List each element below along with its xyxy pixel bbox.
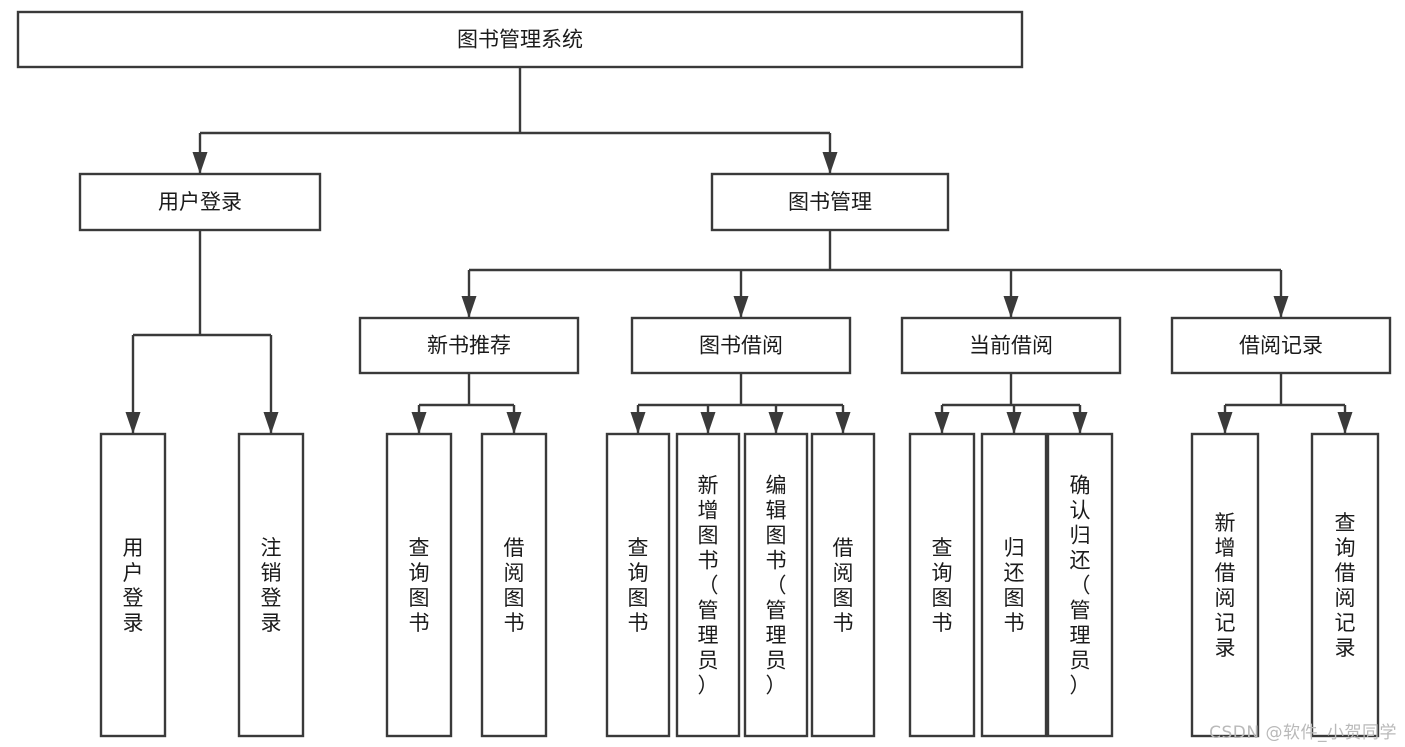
arrow-head-icon — [461, 296, 477, 318]
node-box-borrow-record[interactable] — [1170, 316, 1392, 375]
arrow-head-icon — [1003, 296, 1019, 318]
nodes-layer: 图书管理系统用户登录图书管理新书推荐图书借阅当前借阅借阅记录用户登录注销登录查询… — [16, 10, 1392, 738]
node-leaf-logout[interactable]: 注销登录 — [237, 432, 305, 738]
arrow-head-icon — [1006, 412, 1022, 434]
node-box-leaf-query-book-borrow[interactable] — [605, 432, 671, 738]
node-leaf-query-book-borrow[interactable]: 查询图书 — [605, 432, 671, 738]
node-leaf-return-book[interactable]: 归还图书 — [980, 432, 1048, 738]
node-box-leaf-borrow-book[interactable] — [810, 432, 876, 738]
node-box-leaf-add-record[interactable] — [1190, 432, 1260, 738]
node-leaf-user-login[interactable]: 用户登录 — [99, 432, 167, 738]
node-label-leaf-query-book-current: 查询图书 — [932, 536, 953, 635]
node-box-leaf-borrow-book-rec[interactable] — [480, 432, 548, 738]
node-leaf-add-record[interactable]: 新增借阅记录 — [1190, 432, 1260, 738]
node-label-current-borrow: 当前借阅 — [969, 334, 1053, 358]
arrow-head-icon — [263, 412, 279, 434]
node-box-user-login[interactable] — [78, 172, 322, 232]
node-label-new-book-recommend: 新书推荐 — [427, 334, 511, 358]
arrow-head-icon — [630, 412, 646, 434]
node-current-borrow[interactable]: 当前借阅 — [900, 316, 1122, 375]
node-book-borrow[interactable]: 图书借阅 — [630, 316, 852, 375]
arrow-head-icon — [411, 412, 427, 434]
node-leaf-query-book-current[interactable]: 查询图书 — [908, 432, 976, 738]
node-label-book-borrow: 图书借阅 — [699, 334, 783, 358]
node-box-leaf-user-login[interactable] — [99, 432, 167, 738]
node-leaf-borrow-book[interactable]: 借阅图书 — [810, 432, 876, 738]
node-leaf-query-book-rec[interactable]: 查询图书 — [385, 432, 453, 738]
node-label-leaf-confirm-return: 确认归还（管理员） — [1070, 474, 1091, 698]
node-root[interactable]: 图书管理系统 — [16, 10, 1024, 69]
node-label-user-login: 用户登录 — [158, 190, 242, 214]
node-box-leaf-query-record[interactable] — [1310, 432, 1380, 738]
node-label-book-management: 图书管理 — [788, 190, 872, 214]
node-label-leaf-user-login: 用户登录 — [123, 536, 144, 635]
node-label-leaf-borrow-book: 借阅图书 — [833, 536, 854, 635]
arrow-head-icon — [700, 412, 716, 434]
node-box-book-borrow[interactable] — [630, 316, 852, 375]
node-label-leaf-logout: 注销登录 — [261, 536, 282, 635]
node-label-leaf-query-book-rec: 查询图书 — [409, 536, 430, 635]
node-label-root: 图书管理系统 — [457, 28, 583, 52]
arrow-head-icon — [934, 412, 950, 434]
node-label-leaf-add-book: 新增图书（管理员） — [698, 474, 719, 698]
node-label-leaf-add-record: 新增借阅记录 — [1215, 511, 1236, 660]
node-box-leaf-return-book[interactable] — [980, 432, 1048, 738]
node-box-leaf-logout[interactable] — [237, 432, 305, 738]
node-label-leaf-return-book: 归还图书 — [1004, 536, 1025, 635]
node-label-leaf-edit-book: 编辑图书（管理员） — [766, 474, 787, 698]
node-leaf-query-record[interactable]: 查询借阅记录 — [1310, 432, 1380, 738]
node-box-new-book-recommend[interactable] — [358, 316, 580, 375]
arrow-head-icon — [192, 152, 208, 174]
arrow-head-icon — [1072, 412, 1088, 434]
node-leaf-borrow-book-rec[interactable]: 借阅图书 — [480, 432, 548, 738]
arrow-head-icon — [506, 412, 522, 434]
node-leaf-add-book[interactable]: 新增图书（管理员） — [675, 432, 741, 738]
arrow-head-icon — [1273, 296, 1289, 318]
node-label-borrow-record: 借阅记录 — [1239, 334, 1323, 358]
node-book-management[interactable]: 图书管理 — [710, 172, 950, 232]
arrow-head-icon — [835, 412, 851, 434]
arrow-head-icon — [1337, 412, 1353, 434]
node-box-leaf-confirm-return[interactable] — [1046, 432, 1114, 738]
arrow-head-icon — [822, 152, 838, 174]
node-label-leaf-borrow-book-rec: 借阅图书 — [504, 536, 525, 635]
node-box-book-management[interactable] — [710, 172, 950, 232]
node-leaf-edit-book[interactable]: 编辑图书（管理员） — [743, 432, 809, 738]
arrow-head-icon — [1217, 412, 1233, 434]
node-user-login[interactable]: 用户登录 — [78, 172, 322, 232]
arrow-head-icon — [125, 412, 141, 434]
node-new-book-recommend[interactable]: 新书推荐 — [358, 316, 580, 375]
node-box-leaf-add-book[interactable] — [675, 432, 741, 738]
node-borrow-record[interactable]: 借阅记录 — [1170, 316, 1392, 375]
connectors-layer — [125, 67, 1353, 434]
node-box-leaf-query-book-current[interactable] — [908, 432, 976, 738]
node-label-leaf-query-book-borrow: 查询图书 — [628, 536, 649, 635]
node-label-leaf-query-record: 查询借阅记录 — [1335, 511, 1356, 660]
node-box-current-borrow[interactable] — [900, 316, 1122, 375]
arrow-head-icon — [733, 296, 749, 318]
node-box-root[interactable] — [16, 10, 1024, 69]
node-box-leaf-edit-book[interactable] — [743, 432, 809, 738]
node-leaf-confirm-return[interactable]: 确认归还（管理员） — [1046, 432, 1114, 738]
node-box-leaf-query-book-rec[interactable] — [385, 432, 453, 738]
arrow-head-icon — [768, 412, 784, 434]
